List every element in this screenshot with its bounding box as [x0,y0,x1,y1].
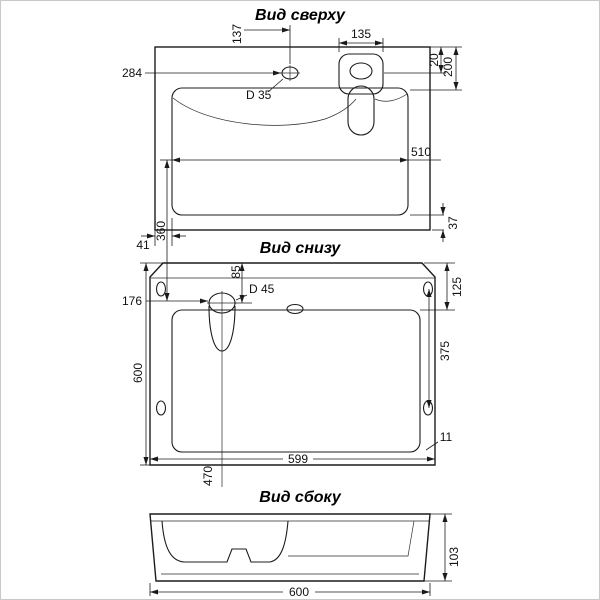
basin-profile [161,520,289,563]
dim-600-bottom-label: 600 [289,585,309,599]
leader-line [235,294,248,301]
dim-85-label: 85 [229,265,243,279]
bottom-inner-rect [171,309,421,453]
dim-37-label: 37 [446,216,460,230]
faucet-hole-ellipse [349,62,373,80]
dim-510-label: 510 [411,145,431,159]
dim-284-label: 284 [122,66,142,80]
side-view-dimensions: 103 600 [149,513,461,599]
bottom-view: Вид снизу 85 176 D 45 [122,240,464,487]
dim-103-label: 103 [447,547,461,567]
dim-176-label: 176 [122,294,142,308]
dim-125-label: 125 [450,277,464,297]
mount-hole-top-left [155,281,167,297]
dim-20-label: 20 [427,53,441,67]
bottom-view-outline [149,262,436,466]
top-view-dimensions: 137 135 284 20 200 D 35 5 [122,24,462,301]
side-view-title: Вид сбоку [259,489,342,506]
dim-135-label: 135 [351,27,371,41]
shelf-line [288,520,415,557]
dim-41-label: 41 [136,238,150,252]
dim-137-label: 137 [230,24,244,44]
basin-front-curve-right [374,93,408,102]
sink-outer-rect [154,46,431,231]
leader-line [267,78,284,93]
top-view-outline [154,46,431,231]
dim-11-label: 11 [440,430,453,444]
side-view: Вид сбоку 103 600 [149,489,461,599]
dim-375-label: 375 [438,341,452,361]
dim-600-left-label: 600 [131,363,145,383]
dim-d35-label: D 35 [246,88,272,102]
dim-200-label: 200 [441,57,455,77]
dim-360-label: 360 [154,221,168,241]
top-view-title: Вид сверху [255,7,346,24]
dim-d45-label: D 45 [249,282,275,296]
leader-line [425,441,439,451]
faucet-spout [347,85,375,136]
bottom-view-dimensions: 85 176 D 45 125 375 600 470 [122,262,464,487]
dim-599-label: 599 [288,452,308,466]
overflow-hole-ellipse [286,303,304,315]
bottom-view-title: Вид снизу [260,240,342,257]
basin-inner-rect [171,87,409,216]
faucet-body [338,53,384,95]
sink-bottom-outline [149,262,436,466]
top-view: Вид сверху 137 135 284 [122,7,462,301]
dim-470-label: 470 [201,466,215,486]
mount-hole-bottom-left [155,400,167,416]
